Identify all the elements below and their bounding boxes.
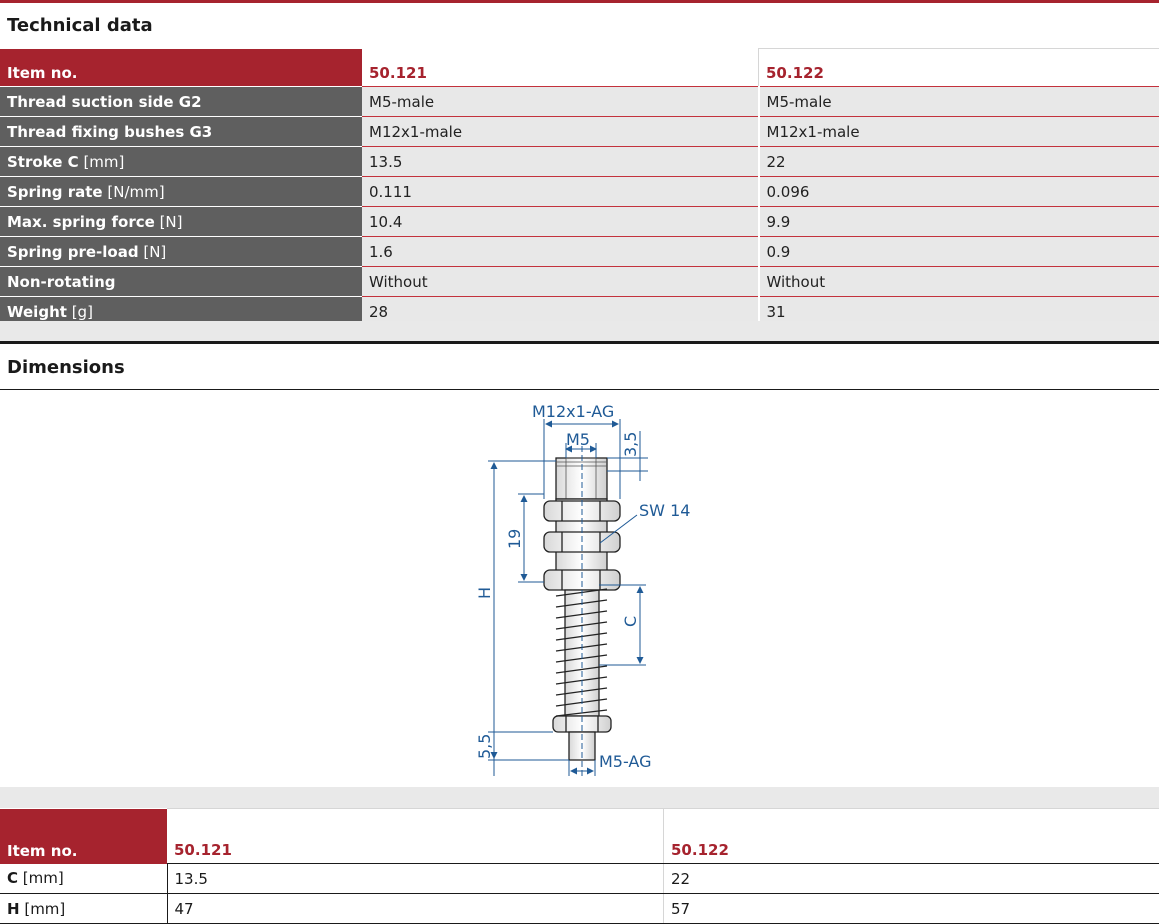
bottom-height-label: 5,5 [475,734,494,759]
table-row: Thread fixing bushes G3 M12x1-male M12x1… [0,117,1159,147]
row-value-50121: M5-male [362,87,759,117]
row-value-50121: 47 [167,894,664,924]
row-value-50122: M12x1-male [759,117,1159,147]
row-value-50122: M5-male [759,87,1159,117]
row-value-50121: 0.111 [362,177,759,207]
table-row: H [mm] 47 57 [0,894,1159,924]
row-label: Thread suction side G2 [0,87,362,117]
row-label: C [mm] [0,864,167,894]
row-label: Thread fixing bushes G3 [0,117,362,147]
row-value-50121: 13.5 [362,147,759,177]
section-spacer [0,787,1159,808]
row-value-50122: 57 [664,894,1159,924]
item-no-header: Item no. [0,49,362,87]
item-50121-header: 50.121 [362,49,759,87]
item-50122-header: 50.122 [664,809,1159,864]
overall-height-label: H [475,587,494,599]
wrench-size-label: SW 14 [639,501,690,520]
row-value-50122: 22 [664,864,1159,894]
row-label: Stroke C [mm] [0,147,362,177]
bottom-thread-label: M5-AG [599,752,651,771]
table-row: Max. spring force [N] 10.4 9.9 [0,207,1159,237]
row-value-50122: 0.096 [759,177,1159,207]
dimensions-title: Dimensions [7,357,125,378]
dimensions-rule [0,389,1159,390]
table-row: Thread suction side G2 M5-male M5-male [0,87,1159,117]
row-value-50121: 13.5 [167,864,664,894]
row-value-50122: 22 [759,147,1159,177]
row-label: H [mm] [0,894,167,924]
dimensions-header-row: Item no. 50.121 50.122 [0,809,1159,864]
item-no-header: Item no. [0,809,167,864]
table-row: Spring rate [N/mm] 0.111 0.096 [0,177,1159,207]
row-label: Spring rate [N/mm] [0,177,362,207]
row-label: Max. spring force [N] [0,207,362,237]
row-value-50121: 10.4 [362,207,759,237]
row-label: Spring pre-load [N] [0,237,362,267]
section-rule [0,341,1159,344]
top-thread-label: M5 [566,430,590,449]
row-value-50121: M12x1-male [362,117,759,147]
row-value-50122: 9.9 [759,207,1159,237]
dimensions-table: Item no. 50.121 50.122 C [mm] 13.5 22 H … [0,808,1159,924]
dimension-drawing: M12x1-AG M5 3,5 SW 14 19 H C 5,5 M5-AG [0,391,1159,787]
stroke-label: C [621,616,640,627]
table-row: Spring pre-load [N] 1.6 0.9 [0,237,1159,267]
bush-thread-label: M12x1-AG [532,402,614,421]
nut-height-label: 19 [505,529,524,549]
row-value-50122: 0.9 [759,237,1159,267]
row-label: Non-rotating [0,267,362,297]
vacuum-spring-plunger-drawing: M12x1-AG M5 3,5 SW 14 19 H C 5,5 M5-AG [0,391,1159,787]
technical-data-header-row: Item no. 50.121 50.122 [0,49,1159,87]
table-row: Stroke C [mm] 13.5 22 [0,147,1159,177]
section-spacer [0,321,1159,341]
technical-data-title: Technical data [7,15,153,36]
item-50122-header: 50.122 [759,49,1159,87]
row-value-50122: Without [759,267,1159,297]
table-row: C [mm] 13.5 22 [0,864,1159,894]
top-height-label: 3,5 [621,432,640,457]
row-value-50121: 1.6 [362,237,759,267]
technical-data-table: Item no. 50.121 50.122 Thread suction si… [0,48,1159,327]
row-value-50121: Without [362,267,759,297]
table-row: Non-rotating Without Without [0,267,1159,297]
top-accent-line [0,0,1159,3]
item-50121-header: 50.121 [167,809,664,864]
